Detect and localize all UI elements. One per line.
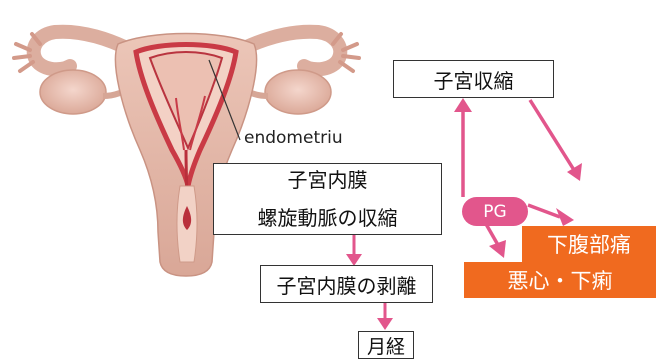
arrow-pg-to-pain: [528, 205, 560, 217]
arrowhead: [377, 318, 393, 330]
effect-nausea-diarrhea: 悪心・下痢: [464, 262, 656, 298]
effect-1-label: 下腹部痛: [547, 229, 631, 259]
step-endometrium-box: 子宮内膜 螺旋動脈の収縮: [213, 163, 442, 235]
arrow-contraction-to-pain: [530, 100, 574, 170]
left-ovary: [40, 70, 106, 114]
right-ovary: [265, 70, 331, 114]
pg-badge: PG: [462, 197, 528, 226]
pg-label: PG: [483, 202, 506, 222]
step2-label: 子宮内膜の剥離: [277, 270, 417, 299]
uterine-contraction-box: 子宮収縮: [393, 60, 554, 98]
arrow-pg-to-nausea: [486, 224, 498, 245]
effect-abdominal-pain: 下腹部痛: [522, 226, 656, 262]
step1-line1: 子宮内膜: [288, 161, 368, 199]
step-shedding-box: 子宮内膜の剥離: [260, 265, 433, 303]
effect-2-label: 悪心・下痢: [508, 265, 613, 295]
arrowhead: [454, 98, 472, 112]
step-menstruation-box: 月経: [358, 331, 414, 359]
step1-line2: 螺旋動脈の収縮: [258, 199, 398, 237]
uterus-illustration: [14, 32, 359, 276]
endometrium-label: endometriu: [244, 128, 343, 148]
contraction-label: 子宮収縮: [434, 65, 514, 94]
step3-label: 月経: [367, 332, 405, 359]
